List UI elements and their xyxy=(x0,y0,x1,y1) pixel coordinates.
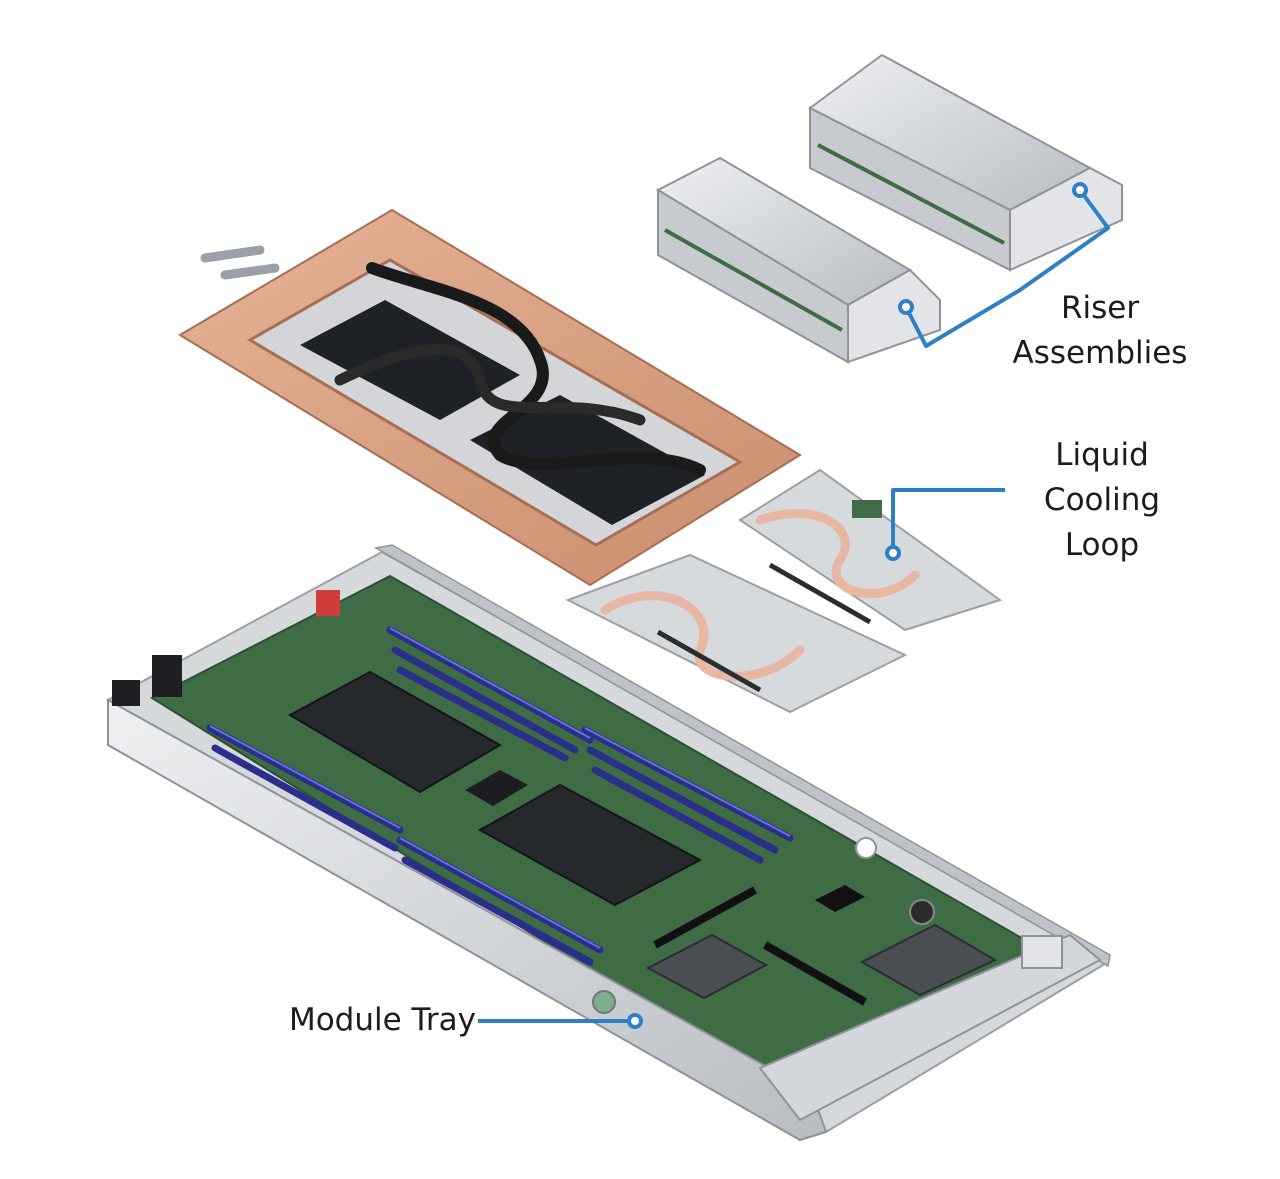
dimm-bank xyxy=(206,626,794,966)
cpu-socket xyxy=(477,783,703,907)
module-tray-label: Module Tray xyxy=(252,998,476,1043)
chipset xyxy=(859,923,998,997)
liquid-cooling-loop-label: Liquid Cooling Loop xyxy=(1012,433,1192,568)
heatsink xyxy=(465,770,528,806)
leader-endpoints xyxy=(627,182,1088,1029)
riser-anchor xyxy=(1072,182,1088,198)
io-connector xyxy=(1021,935,1063,969)
vr-heat-plate xyxy=(565,468,1003,714)
riser-anchor xyxy=(898,299,914,315)
riser-assemblies-label: Riser Assemblies xyxy=(1000,286,1200,376)
capacitor xyxy=(909,899,935,925)
pcb-tab xyxy=(852,500,882,518)
tray-anchor xyxy=(627,1013,643,1029)
pcie-slot xyxy=(653,886,757,949)
cold-plate xyxy=(300,300,520,420)
module-tray xyxy=(105,544,1111,1142)
plate-slot xyxy=(768,562,872,625)
label-line: Loop xyxy=(1064,527,1140,563)
pcie-slot xyxy=(763,941,867,1006)
riser-bracket xyxy=(847,268,941,364)
heat-pipe xyxy=(600,591,805,681)
cooling-anchor xyxy=(885,545,901,561)
plate-slot xyxy=(656,629,762,693)
label-line: Cooling xyxy=(1043,482,1161,518)
leader-lines xyxy=(478,188,1110,1023)
inlet-nozzle xyxy=(200,245,265,263)
label-line: Riser xyxy=(1060,290,1140,326)
tray-side-wall xyxy=(107,698,828,1142)
tray-hole xyxy=(855,837,877,859)
tray-hole xyxy=(592,990,616,1014)
riser-leader xyxy=(904,188,1110,348)
riser-pcb-edge xyxy=(817,143,1005,245)
coolant-hose xyxy=(334,344,646,426)
heat-pipe xyxy=(755,509,920,599)
coolant-hose xyxy=(366,262,706,476)
label-line: Liquid xyxy=(1055,437,1149,473)
riser-bracket xyxy=(1009,166,1123,272)
riser-assembly xyxy=(808,53,1123,272)
tray-back-wall xyxy=(373,544,1111,968)
label-line: Assemblies xyxy=(1012,335,1188,371)
front-bracket xyxy=(758,933,1102,1122)
rear-connector xyxy=(112,680,140,706)
liquid-cooling-loop xyxy=(178,208,802,587)
cpu-socket xyxy=(287,670,503,794)
chipset xyxy=(645,933,769,1000)
inlet-nozzle xyxy=(220,263,280,280)
rear-connector xyxy=(152,655,182,697)
chip xyxy=(815,885,865,912)
label-line: Module Tray xyxy=(288,1002,476,1038)
dimm-bank-highlight xyxy=(209,627,791,949)
cooling-leader xyxy=(891,488,1005,553)
rear-connector xyxy=(316,590,340,616)
riser-pcb-edge xyxy=(664,228,843,332)
riser-assembly xyxy=(655,156,941,364)
